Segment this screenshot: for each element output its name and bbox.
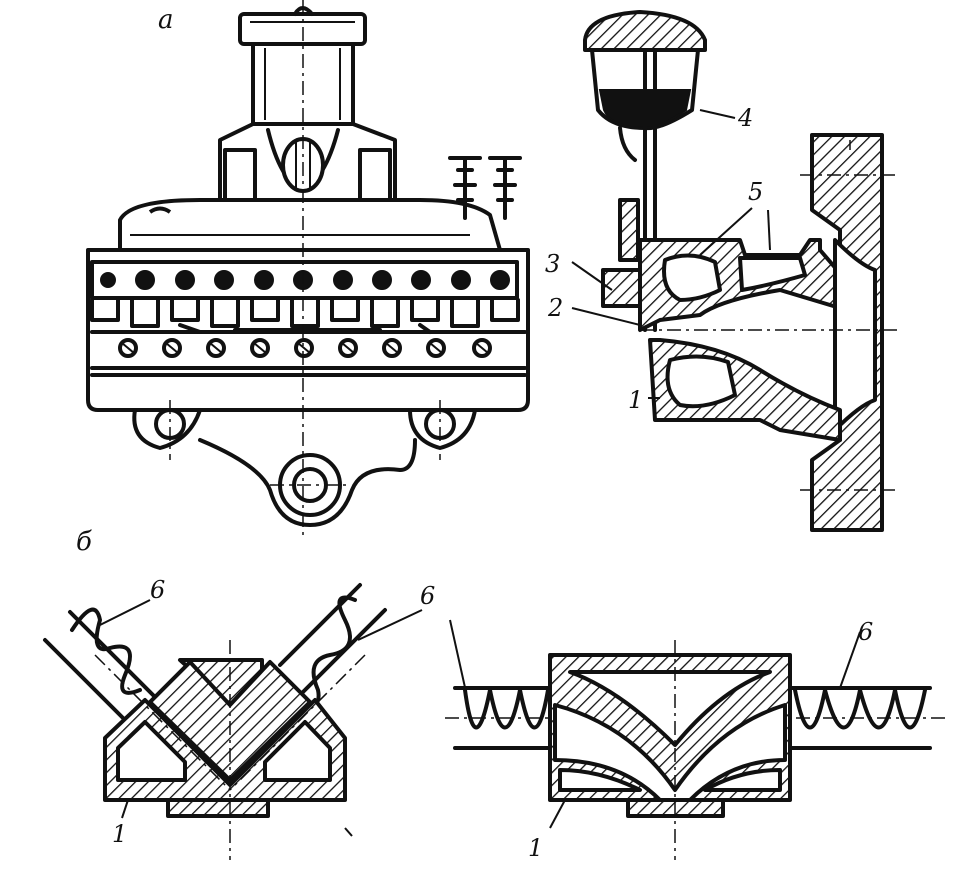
screw-row-lower: [118, 338, 492, 358]
label-part-1-section: 1: [628, 386, 643, 414]
label-part-1-left: 1: [112, 820, 127, 848]
label-part-6-left-a: 6: [150, 576, 165, 604]
view-a-front-elevation: [86, 0, 530, 540]
label-part-6-left-b: 6: [420, 582, 435, 610]
label-part-3: 3: [545, 250, 560, 278]
label-part-4: 4: [737, 104, 753, 132]
label-part-1-right: 1: [528, 834, 543, 862]
jet-holes-row-upper: [100, 270, 510, 290]
label-part-5: 5: [748, 178, 763, 206]
label-view-a: а: [158, 5, 174, 35]
label-part-2: 2: [547, 294, 563, 322]
view-b-right-straight: [445, 619, 945, 860]
label-view-b: б: [76, 527, 92, 557]
view-a-side-section: [571, 10, 900, 532]
view-b-left-angled: [43, 583, 423, 860]
label-part-6-right: 6: [858, 618, 873, 646]
